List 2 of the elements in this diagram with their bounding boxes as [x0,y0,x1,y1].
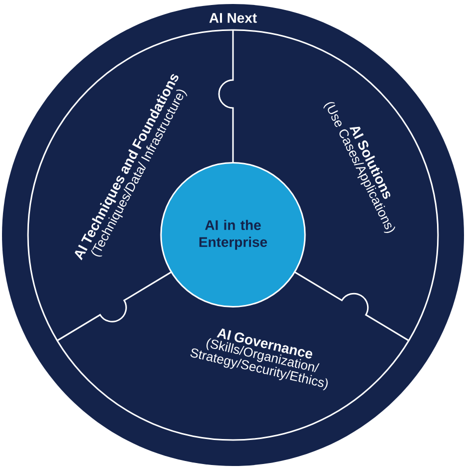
ring-title: AI Next [209,13,257,23]
outer-circle [2,4,464,466]
